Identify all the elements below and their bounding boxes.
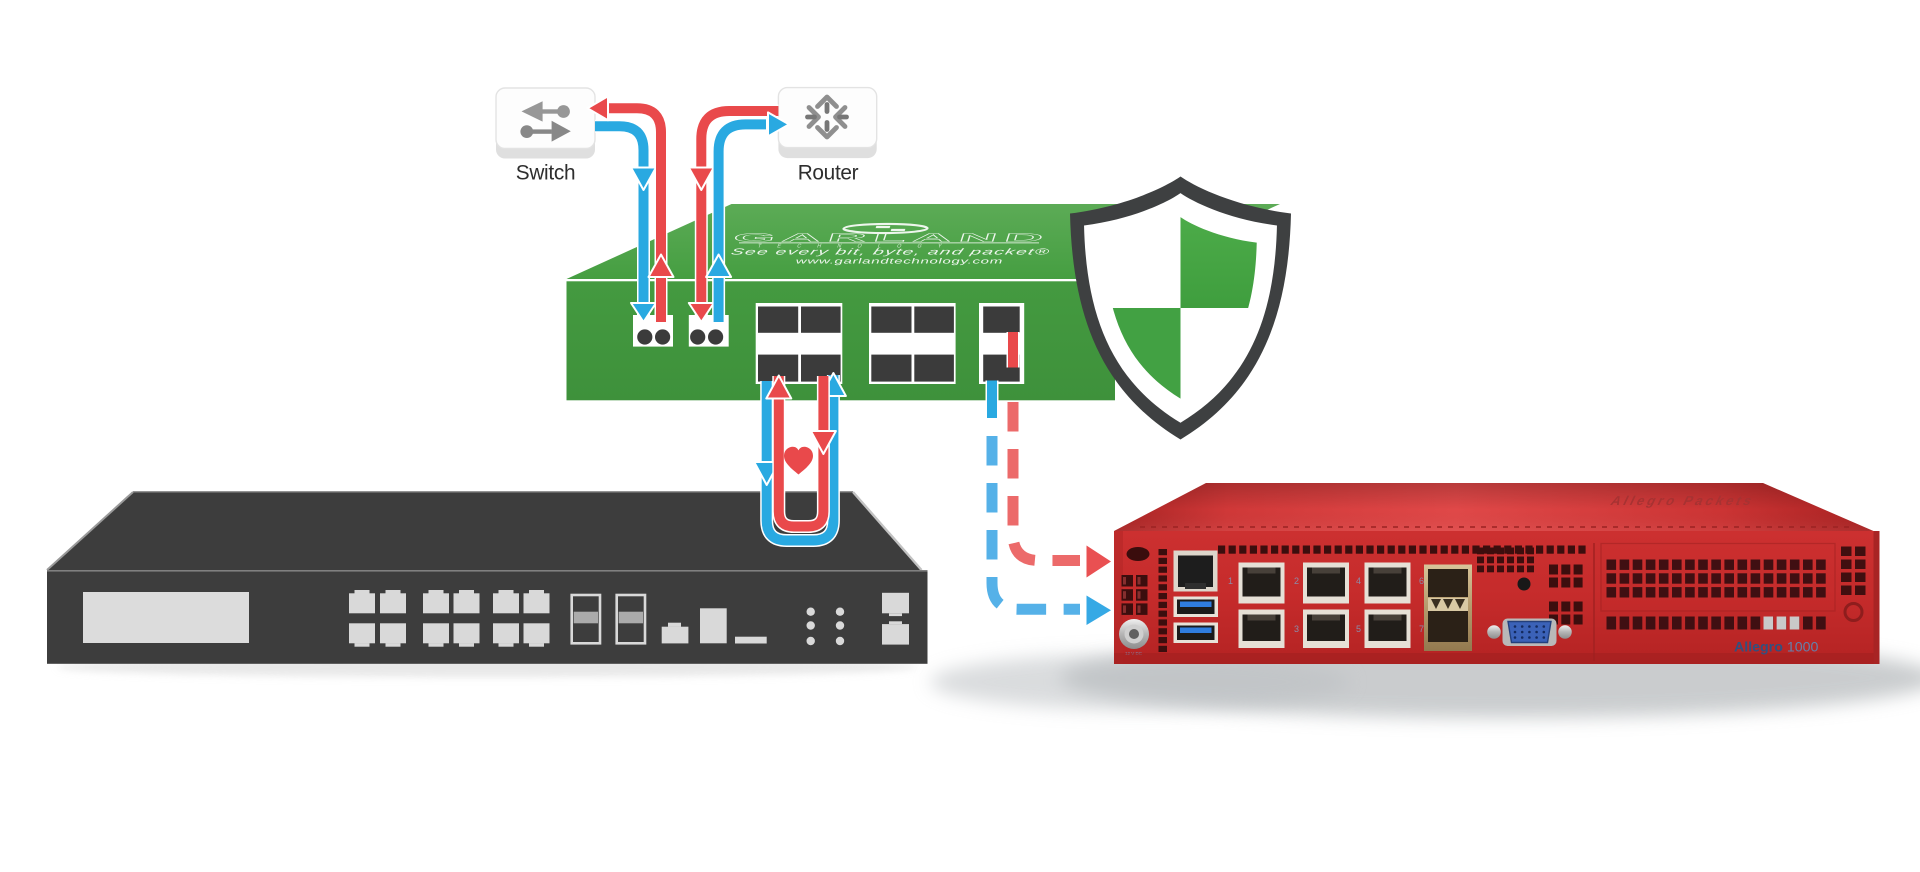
svg-text:See every bit, byte, and packe: See every bit, byte, and packet® bbox=[729, 247, 1051, 257]
svg-text:4: 4 bbox=[1356, 576, 1361, 586]
svg-text:Router: Router bbox=[798, 162, 859, 185]
svg-text:Switch: Switch bbox=[516, 162, 575, 185]
svg-text:Allegro 1000: Allegro 1000 bbox=[1734, 640, 1818, 656]
svg-text:3: 3 bbox=[1294, 624, 1299, 634]
svg-text:TECHNOLOGY: TECHNOLOGY bbox=[757, 244, 959, 250]
svg-text:www.garlandtechnology.com: www.garlandtechnology.com bbox=[793, 257, 1004, 266]
svg-text:6: 6 bbox=[1419, 576, 1424, 586]
svg-text:GARLAND: GARLAND bbox=[731, 231, 1052, 244]
svg-text:2: 2 bbox=[1294, 576, 1299, 586]
svg-text:1: 1 bbox=[1228, 576, 1233, 586]
svg-text:5: 5 bbox=[1356, 624, 1361, 634]
svg-text:7: 7 bbox=[1419, 624, 1424, 634]
svg-text:12 V DC: 12 V DC bbox=[1125, 651, 1143, 656]
svg-text:Allegro Packets: Allegro Packets bbox=[1608, 494, 1757, 508]
